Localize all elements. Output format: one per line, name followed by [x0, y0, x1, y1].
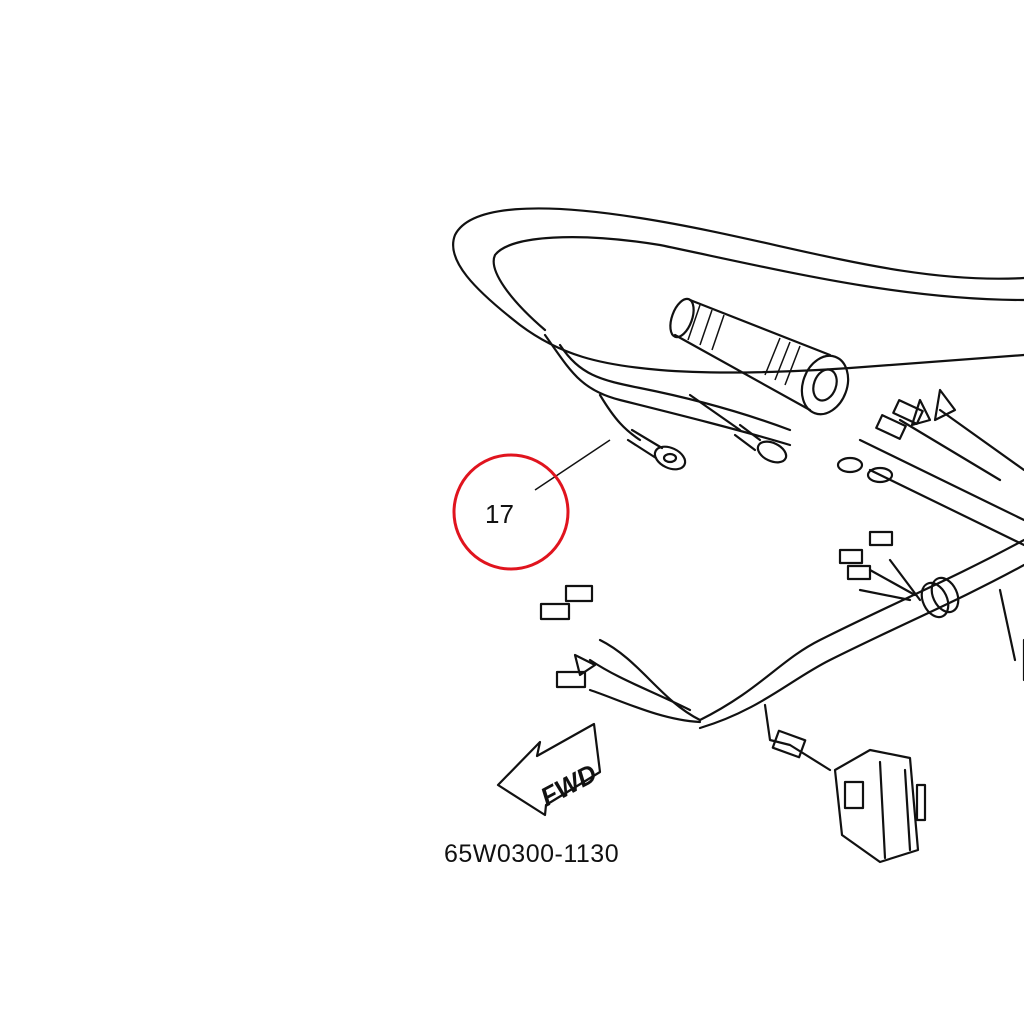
main-trunk — [698, 530, 1024, 730]
ring-terminal-2 — [688, 393, 788, 464]
left-connectors — [539, 584, 702, 724]
right-connectors — [836, 388, 1024, 547]
fwd-label: FWD — [535, 758, 602, 812]
callout-highlight-circle — [452, 453, 570, 571]
fwd-arrow: FWD — [496, 722, 602, 817]
callout-17: 17 — [452, 439, 611, 571]
ring-terminal-17 — [598, 393, 687, 471]
wire-harness-outer-loop — [452, 207, 1024, 447]
part-number: 65W0300-1130 — [444, 840, 619, 868]
cylindrical-tube — [669, 297, 850, 416]
coupler-connector — [763, 703, 927, 864]
callout-number: 17 — [485, 499, 514, 529]
